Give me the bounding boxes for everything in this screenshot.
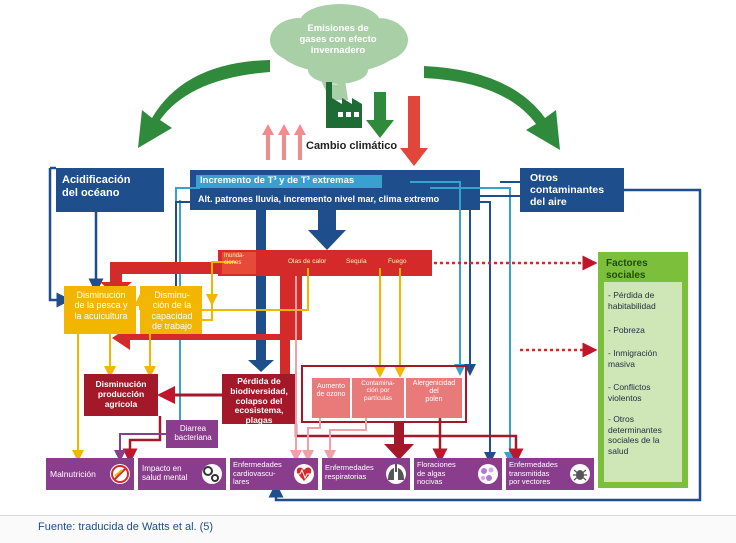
lungs-icon xyxy=(386,464,406,484)
no-food-icon xyxy=(110,464,130,484)
banner-down-arrow-icon xyxy=(308,210,346,250)
tick-icon xyxy=(570,464,590,484)
social-factor-4: - Conflictos violentos xyxy=(608,382,651,403)
respiratory-label: Enfermedades respiratorias xyxy=(325,463,374,481)
red-down-arrow-icon xyxy=(400,96,428,166)
pollen-label: Alergenicidad del polen xyxy=(412,380,456,404)
mental-health-label: Impacto en salud mental xyxy=(142,464,188,483)
green-down-arrow-icon xyxy=(366,92,394,138)
gears-icon xyxy=(202,464,222,484)
biodiversity-loss-box xyxy=(222,374,296,424)
vector-diseases-label: Enfermedades transmitidas por vectores xyxy=(509,460,558,487)
emissions-cloud xyxy=(270,4,408,100)
social-factor-2: - Pobreza xyxy=(608,325,645,335)
diarrhea-label: Diarrea bacteriana xyxy=(174,424,212,443)
fishing-decline-box xyxy=(64,286,136,334)
agricultural-decline-label: Disminución producción agrícola xyxy=(95,379,147,409)
particle-pollution-box xyxy=(352,378,404,418)
bacterial-diarrhea-box xyxy=(166,420,218,448)
biodiversity-blue-arrow-icon xyxy=(248,210,274,372)
dark-blue-connectors xyxy=(175,181,520,464)
factory-icon xyxy=(326,82,362,128)
heat-waves-label: Olas de calor xyxy=(288,258,327,265)
ocean-acidification-box xyxy=(56,168,164,212)
fire-label: Fuego xyxy=(388,258,407,265)
source-caption: Fuente: traducida de Watts et al. (5) xyxy=(38,521,214,533)
drought-label: Sequía xyxy=(346,258,367,265)
work-capacity-box xyxy=(140,286,202,334)
red-flow-arrows xyxy=(100,262,302,376)
social-factors-title: Factores sociales xyxy=(606,258,648,281)
climate-change-label: Cambio climático xyxy=(306,140,398,152)
agricultural-decline-box xyxy=(84,374,158,416)
fishing-decline-label: Disminución de la pesca y la acuicultura xyxy=(74,290,128,321)
malnutrition-label: Malnutrición xyxy=(50,469,96,479)
social-factor-1: - Pérdida de habitabilidad xyxy=(608,290,656,311)
emissions-label: Emisiones de gases con efecto invernader… xyxy=(299,23,377,56)
ocean-acidification-label: Acidificación del océano xyxy=(62,174,131,199)
right-curved-arrow-icon xyxy=(424,66,560,150)
ozone-increase-box xyxy=(312,378,350,418)
social-factor-5: - Otros determinantes sociales de la sal… xyxy=(608,414,662,456)
left-curved-arrow-icon xyxy=(138,60,270,148)
heat-arrows-icon xyxy=(262,124,306,160)
work-capacity-label: Disminu- ción de la capacidad de trabajo xyxy=(151,290,193,332)
ozone-label: Aumento de ozono xyxy=(316,383,346,399)
social-factor-3: - Inmigración masiva xyxy=(608,348,658,369)
biodiversity-loss-label: Pérdida de biodiversidad, colapso del ec… xyxy=(230,376,288,426)
other-pollutants-label: Otros contaminantes del aire xyxy=(530,172,605,209)
cardiovascular-label: Enfermedades cardiovascu- lares xyxy=(233,460,282,487)
temperature-increase-label: Incremento de T³ y de T³ extremas xyxy=(200,175,355,186)
algae-icon xyxy=(478,464,498,484)
particle-pollution-label: Contamina- ción por partículas xyxy=(361,380,395,402)
floods-label: Inunda- ciones xyxy=(224,253,245,266)
pollen-allergenicity-box xyxy=(406,378,462,418)
rain-patterns-label: Alt. patrones lluvia, incremento nivel m… xyxy=(198,194,440,204)
diagram-graphics xyxy=(46,4,702,502)
temperature-increase-strip xyxy=(196,175,382,188)
heart-icon xyxy=(294,464,314,484)
social-factors-list-bg xyxy=(604,282,682,482)
other-air-pollutants-box xyxy=(520,168,624,212)
algae-blooms-label: Floraciones de algas nocivas xyxy=(417,460,456,487)
